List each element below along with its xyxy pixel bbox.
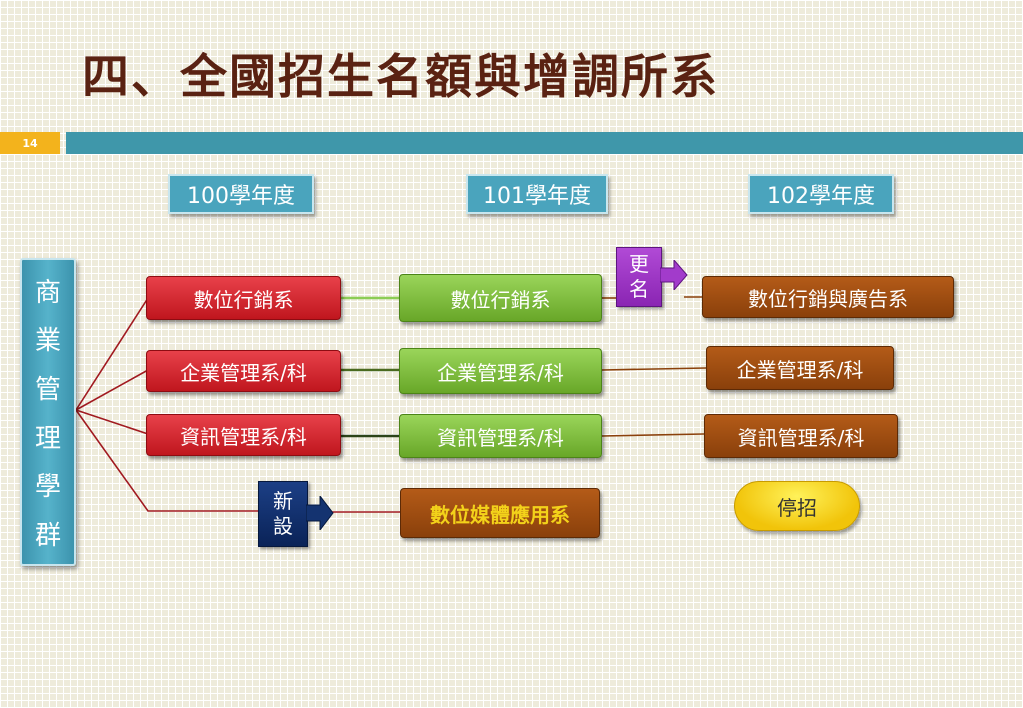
dept-101-digital-marketing: 數位行銷系 [399,274,602,322]
dept-101-information-management: 資訊管理系/科 [399,414,602,458]
dept-101-digital-media-application: 數位媒體應用系 [400,488,600,538]
group-char: 管 [34,375,61,406]
rename-tag-char: 名 [629,277,649,301]
group-char: 業 [34,326,61,357]
new-tag-char: 新 [273,489,293,513]
dept-102-digital-marketing-advertising: 數位行銷與廣告系 [702,276,954,318]
new-tag-char: 設 [273,514,293,538]
year-header-101: 101學年度 [466,174,608,214]
dept-102-information-management: 資訊管理系/科 [704,414,898,458]
branch-line-digital-marketing [75,297,149,411]
header-bar [66,132,1023,154]
dept-101-business-management: 企業管理系/科 [399,348,602,394]
group-char: 商 [34,277,61,308]
rename-tag-char: 更 [629,252,649,276]
page-number-badge: 14 [0,132,60,154]
new-tag: 新 設 [258,481,308,547]
year-header-102: 102學年度 [748,174,894,214]
group-char: 學 [34,472,61,503]
business-management-group: 商 業 管 理 學 群 [20,258,76,566]
branch-line-new-dept [75,409,260,512]
rename-arrow-icon [660,260,688,290]
dept-102-business-management: 企業管理系/科 [706,346,894,390]
link-bm-101-102 [601,367,707,371]
group-char: 理 [34,423,61,454]
page-title: 四、全國招生名額與增調所系 [82,50,719,105]
new-arrow-icon [306,496,334,530]
rename-tag: 更 名 [616,247,662,307]
branch-line-info-mgmt [75,409,149,435]
branch-line-business-mgmt [75,369,149,411]
dept-100-digital-marketing: 數位行銷系 [146,276,341,320]
group-char: 群 [34,521,61,552]
stopped-enrollment-oval: 停招 [734,481,860,531]
year-header-100: 100學年度 [168,174,314,214]
link-im-101-102 [601,433,705,437]
dept-100-business-management: 企業管理系/科 [146,350,341,392]
dept-100-information-management: 資訊管理系/科 [146,414,341,456]
